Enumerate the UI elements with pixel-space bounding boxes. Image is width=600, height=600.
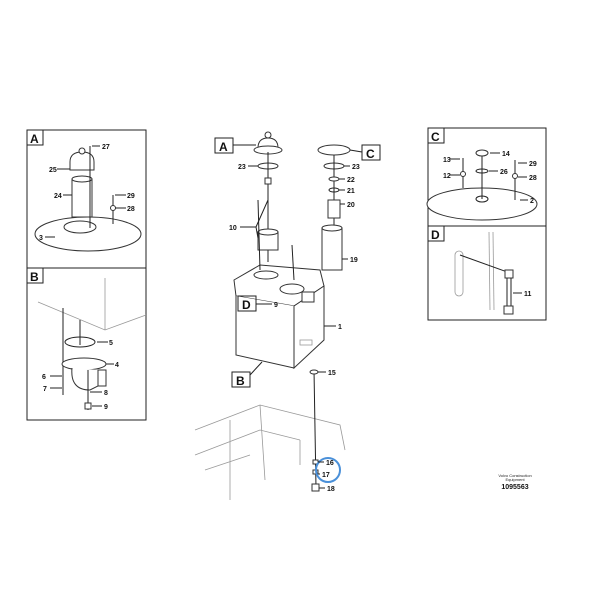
callout-29: 29 — [127, 193, 135, 200]
callout-23-left: 23 — [238, 164, 246, 171]
callout-29-c: 29 — [529, 161, 537, 168]
detail-panel-d: D 11 — [427, 225, 547, 321]
view-ref-c: C — [366, 147, 375, 161]
detail-panel-a: A 27 25 24 29 28 3 — [26, 129, 147, 269]
callout-5: 5 — [109, 340, 113, 347]
callout-19: 19 — [350, 257, 358, 264]
callout-9-b: 9 — [104, 404, 108, 411]
callout-2: 2 — [530, 198, 534, 205]
callout-21: 21 — [347, 188, 355, 195]
callout-11: 11 — [524, 291, 532, 298]
callout-18: 18 — [327, 486, 335, 493]
callout-13: 13 — [443, 157, 451, 164]
view-label-d: D — [431, 228, 440, 242]
document-number: 1095563 — [501, 484, 528, 491]
callout-10: 10 — [229, 225, 237, 232]
callout-24: 24 — [54, 193, 62, 200]
callout-15: 15 — [328, 370, 336, 377]
callout-25: 25 — [49, 167, 57, 174]
document-footer: Volvo Construction Equipment 1095563 — [498, 473, 531, 491]
company-line-2: Equipment — [505, 477, 525, 482]
callout-6: 6 — [42, 374, 46, 381]
detail-panel-c: C 14 13 29 26 12 28 2 — [426, 127, 547, 227]
callout-23-right: 23 — [352, 164, 360, 171]
callout-16: 16 — [326, 460, 334, 467]
company-line-1: Volvo Construction — [498, 473, 531, 478]
callout-1: 1 — [338, 324, 342, 331]
view-ref-b: B — [236, 374, 245, 388]
view-label-c: C — [431, 130, 440, 144]
callout-14: 14 — [502, 151, 510, 158]
callout-4: 4 — [115, 362, 119, 369]
callout-12: 12 — [443, 173, 451, 180]
view-label-a: A — [30, 132, 39, 146]
highlight-circle — [315, 457, 341, 483]
callout-27: 27 — [102, 144, 110, 151]
callout-28-c: 28 — [529, 175, 537, 182]
main-assembly: A C D 9 B 23 23 22 21 20 10 19 1 15 16 1… — [194, 131, 381, 500]
callout-22: 22 — [347, 177, 355, 184]
view-ref-d: D — [242, 298, 251, 312]
callout-26: 26 — [500, 169, 508, 176]
callout-7: 7 — [43, 386, 47, 393]
callout-3: 3 — [39, 235, 43, 242]
view-label-b: B — [30, 270, 39, 284]
callout-17: 17 — [322, 472, 330, 479]
view-ref-a: A — [219, 140, 228, 154]
callout-20: 20 — [347, 202, 355, 209]
callout-8: 8 — [104, 390, 108, 397]
callout-9-main: 9 — [274, 302, 278, 309]
detail-panel-b: B 5 4 6 7 8 9 — [26, 267, 147, 421]
callout-28: 28 — [127, 206, 135, 213]
